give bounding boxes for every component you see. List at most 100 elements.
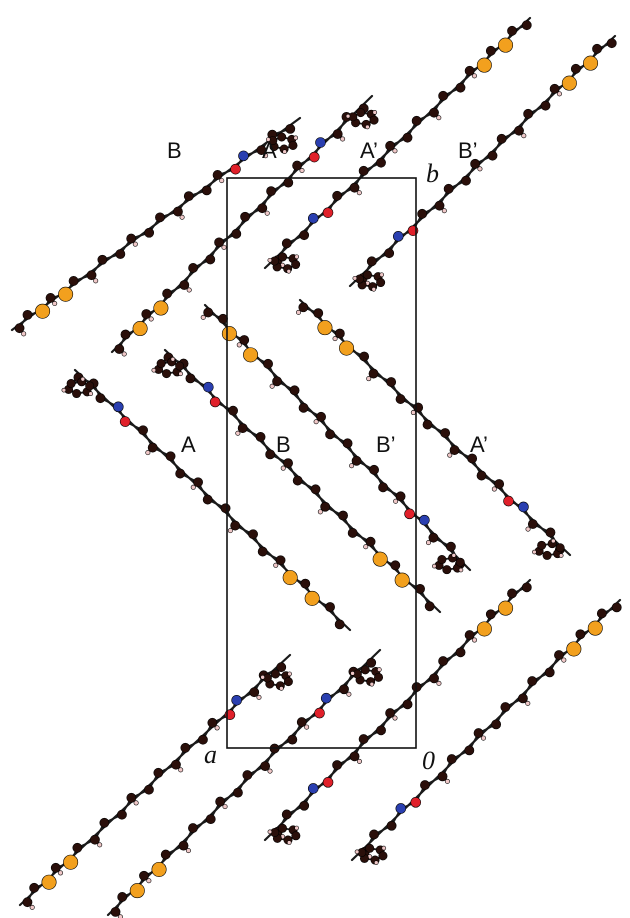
carbon-atom [555, 543, 565, 553]
carbon-atom [411, 115, 422, 126]
carbon-atom [366, 657, 377, 668]
carbon-atom [325, 429, 335, 440]
carbon-atom [283, 677, 293, 687]
hydrogen-atom [561, 657, 567, 663]
hydrogen-atom [256, 694, 262, 700]
axis-label-b: b [426, 159, 439, 188]
carbon-atom [162, 369, 172, 379]
hydrogen-atom [117, 914, 123, 918]
carbon-atom [257, 203, 268, 214]
carbon-atom [291, 260, 301, 270]
hydrogen-atom [366, 376, 372, 382]
carbon-atom [72, 389, 82, 399]
carbon-atom [507, 25, 517, 36]
hydrogen-atom [282, 149, 287, 155]
carbon-atom [438, 90, 449, 101]
hydrogen-atom [267, 768, 273, 774]
carbon-atom [228, 405, 238, 416]
carbon-atom [606, 38, 617, 49]
hydrogen-atom [372, 110, 378, 115]
label-top-b-prime: B’ [458, 138, 478, 163]
hydrogen-atom [260, 674, 265, 680]
hydrogen-atom [491, 486, 497, 492]
nitrogen-atom [395, 803, 407, 814]
carbon-atom [339, 684, 349, 695]
carbon-atom [514, 125, 524, 136]
carbon-atom [428, 532, 439, 543]
carbon-atom [358, 165, 369, 176]
hydrogen-atom [451, 553, 457, 558]
carbon-atom [265, 449, 276, 460]
unit-cell [226, 177, 417, 749]
carbon-atom [139, 870, 149, 881]
carbon-atom [549, 83, 560, 94]
carbon-atom [437, 555, 447, 565]
carbon-atom [289, 385, 300, 396]
hydrogen-atom [236, 342, 242, 348]
carbon-atom [491, 719, 502, 730]
carbon-atom [278, 823, 288, 833]
hydrogen-atom [356, 758, 362, 764]
carbon-atom [494, 479, 505, 489]
carbon-atom [117, 809, 127, 820]
carbon-atom [202, 494, 213, 505]
carbon-atom [378, 482, 388, 493]
hydrogen-atom [170, 356, 176, 362]
hydrogen-atom [214, 725, 220, 731]
carbon-atom [203, 307, 214, 318]
carbon-atom [473, 728, 484, 738]
carbon-atom [320, 501, 331, 512]
nitrogen-atom [238, 150, 249, 162]
carbon-atom [214, 237, 224, 248]
nitrogen-atom [518, 501, 529, 513]
carbon-atom [255, 432, 266, 442]
carbon-atom [537, 540, 547, 550]
carbon-atom [153, 767, 164, 778]
carbon-atom [14, 323, 25, 334]
carbon-atom [99, 817, 110, 828]
carbon-atom [283, 458, 293, 469]
carbon-atom [126, 233, 137, 244]
carbon-atom [147, 442, 158, 453]
carbon-atom [95, 393, 106, 404]
carbon-atom [72, 842, 83, 853]
carbon-atom [575, 629, 586, 640]
carbon-atom [22, 309, 33, 320]
carbon-atom [545, 527, 556, 538]
hydrogen-atom [219, 178, 225, 184]
nitrogen-atom [392, 231, 404, 242]
sulfur-atom [132, 321, 148, 337]
carbon-atom [461, 175, 471, 186]
carbon-atom [422, 419, 433, 430]
hydrogen-atom [369, 681, 375, 687]
nitrogen-atom [307, 213, 319, 224]
carbon-atom [420, 780, 430, 790]
oxygen-atom [404, 508, 415, 520]
carbon-atom [313, 308, 324, 319]
carbon-atom [178, 840, 189, 851]
carbon-atom [300, 578, 311, 589]
hydrogen-atom [121, 351, 127, 357]
carbon-atom [369, 464, 379, 475]
hydrogen-atom [294, 825, 299, 831]
atom-layer [14, 20, 622, 918]
carbon-atom [179, 280, 190, 290]
carbon-atom [115, 249, 126, 259]
hydrogen-atom [296, 309, 302, 315]
carbon-atom [542, 550, 552, 560]
carbon-atom [338, 510, 348, 521]
sulfur-atom [317, 320, 333, 336]
oxygen-atom [119, 416, 131, 427]
carbon-atom [521, 582, 532, 593]
carbon-atom [437, 771, 448, 782]
carbon-atom [332, 129, 343, 139]
carbon-atom [141, 309, 152, 319]
carbon-atom [155, 212, 165, 223]
carbon-atom [544, 667, 555, 678]
hydrogen-atom [286, 269, 292, 274]
carbon-atom [347, 528, 358, 538]
hydrogen-atom [363, 544, 369, 550]
carbon-atom [496, 133, 507, 144]
carbon-atom [376, 725, 386, 736]
carbon-atom [443, 183, 454, 194]
